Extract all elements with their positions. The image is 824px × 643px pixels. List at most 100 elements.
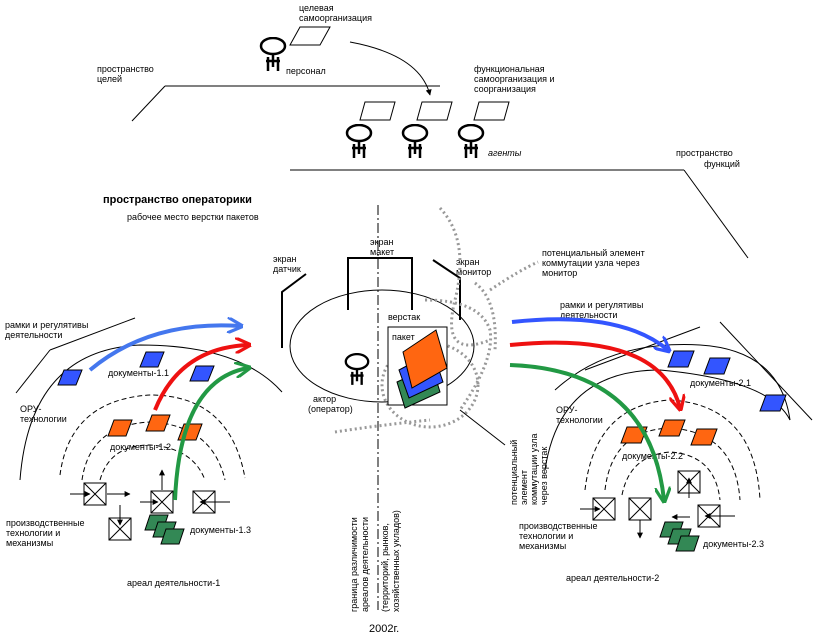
svg-text:целевая: целевая [299,3,334,13]
docs-2-3-label: документы-2.3 [703,539,764,549]
svg-text:через верстак: через верстак [539,447,549,505]
doc-1-3-icon [160,528,185,545]
oru-right-label: ОРУ- [556,405,578,415]
areal-2-outer-curve [554,344,791,421]
doc-1-2-icon [177,423,203,441]
svg-text:(оператор): (оператор) [308,404,353,414]
screen-layout-icon [347,257,413,310]
goal-space-line [131,85,166,122]
agent-icon [401,124,429,160]
doc-1-1-icon [189,365,215,382]
operatorics-section: пространство операторики рабочее место в… [103,194,645,612]
frames-line-left [15,349,51,394]
dashed-arc [621,451,721,501]
goal-space-section: целевая самоорганизация персонал простра… [97,3,440,122]
docs-1-2-label: документы-1.2 [110,442,171,452]
svg-text:ареалов деятельности: ареалов деятельности [360,517,370,612]
dashed-arc [59,394,246,479]
agent-doc-icon [473,101,510,121]
doc-1-2-icon [145,414,171,432]
svg-text:коммутации узла через: коммутации узла через [542,258,640,268]
oru-left-label: ОРУ- [20,404,42,414]
svg-text:монитор: монитор [542,268,577,278]
verstak-label: верстак [388,312,420,322]
svg-text:механизмы: механизмы [519,541,566,551]
frames-right-label: рамки и регулятивы [560,300,643,310]
function-space-label: пространство [676,148,733,158]
function-space-section: функциональная самоорганизация и соорган… [290,64,749,259]
red-arrow [509,340,680,408]
screen-sensor-label: экран [273,254,297,264]
functional-selforg-label: функциональная [474,64,545,74]
boundary-vertical-label: граница различимости [349,517,359,612]
svg-text:самоорганизация: самоорганизация [299,13,372,23]
dashed-arc [99,444,206,481]
agent-icon [457,124,485,160]
paket-orange-sheet [402,329,448,389]
blue-arrow [88,325,240,372]
doc-1-1-icon [139,351,165,368]
dotted-link [474,281,497,351]
svg-text:коммутации узла: коммутации узла [529,433,539,505]
potential-element-top-label: потенциальный элемент [542,248,645,258]
svg-text:макет: макет [370,247,394,257]
svg-text:деятельности: деятельности [560,310,617,320]
svg-text:датчик: датчик [273,264,301,274]
svg-text:технологии: технологии [556,415,603,425]
flow-curve-icon [349,41,432,96]
agent-doc-icon [359,101,396,121]
svg-text:механизмы: механизмы [6,538,53,548]
agent-icon [345,124,373,160]
screen-monitor-label: экран [456,257,480,267]
year-label: 2002г. [369,623,399,635]
areal-1-label: ареал деятельности-1 [127,578,220,588]
dashed-arc [584,399,761,501]
svg-text:элемент: элемент [519,470,529,505]
green-arrow [509,363,664,500]
personnel-icon [259,37,287,73]
mechanism-box-icon [628,497,652,521]
green-arrow [173,368,248,501]
screen-sensor-icon [281,273,307,348]
doc-2-1-icon [703,357,731,375]
svg-text:соорганизация: соорганизация [474,84,536,94]
docs-2-1-label: документы-2.1 [690,378,751,388]
actor-label: актор [313,394,336,404]
svg-text:монитор: монитор [456,267,491,277]
docs-1-1-label: документы-1.1 [108,368,169,378]
frames-left-label: рамки и регулятивы [5,320,88,330]
red-arrow [153,345,248,411]
workplace-ellipse [289,289,475,403]
svg-text:функций: функций [704,159,740,169]
svg-text:деятельности: деятельности [5,330,62,340]
target-selforg-label: целевая [299,3,334,13]
doc-2-1-icon [667,350,695,368]
doc-1-1-icon [57,369,83,386]
svg-text:целей: целей [97,74,122,84]
areal-2-section: рамки и регулятивы деятельности ОРУ- тех… [509,300,813,583]
areal-1-section: рамки и регулятивы деятельности ОРУ- тех… [5,318,283,588]
areal-2-label: ареал деятельности-2 [566,573,659,583]
blue-arrow [511,317,668,350]
svg-text:хозяйственных укладов): хозяйственных укладов) [391,510,401,612]
agents-label: агенты [488,148,522,158]
goal-space-label: пространство [97,64,154,74]
dotted-link [489,260,539,292]
svg-text:технологии и: технологии и [519,531,573,541]
potential-element-vertical-label: потенциальный [509,440,519,505]
operatorics-title: пространство операторики [103,194,252,206]
dotted-link [334,418,431,434]
svg-text:технологии и: технологии и [6,528,60,538]
target-selforg-doc-icon [289,26,331,46]
doc-2-2-icon [690,428,718,446]
screen-layout-label: экран [370,237,394,247]
docs-1-3-label: документы-1.3 [190,525,251,535]
dotted-link [424,298,493,411]
doc-1-2-icon [107,419,133,437]
workplace-label: рабочее место верстки пакетов [127,212,259,222]
territory-vertical-label: (территорий, рынков, [380,523,390,612]
doc-2-1-icon [759,394,787,412]
doc-2-3-icon [675,535,700,552]
agent-doc-icon [416,101,453,121]
